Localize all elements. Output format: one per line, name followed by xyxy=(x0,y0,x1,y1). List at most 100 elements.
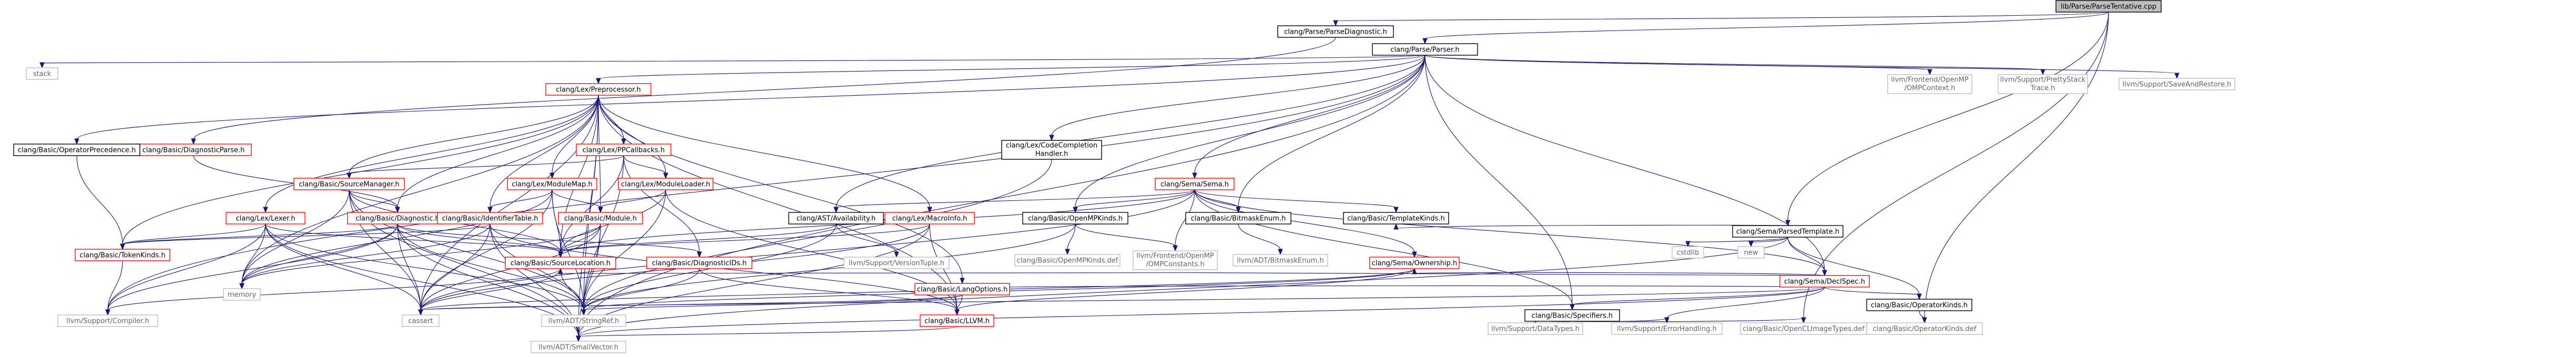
edge-line xyxy=(76,155,123,245)
node-box xyxy=(1372,43,1478,56)
graph-node-n29[interactable]: clang/Basic/TokenKinds.h xyxy=(75,249,170,261)
node-box xyxy=(618,178,714,190)
graph-node-n25[interactable]: clang/Basic/TemplateKinds.h xyxy=(1343,212,1449,225)
edge-line xyxy=(241,95,599,284)
graph-node-n33: llvm/Support/VersionTuple.h xyxy=(843,257,950,269)
edge-n2-n7 xyxy=(1424,55,1932,76)
node-label: clang/Basic/SourceManager.h xyxy=(299,181,399,189)
edge-line xyxy=(107,223,266,311)
graph-node-n11[interactable]: clang/Lex/PPCallbacks.h xyxy=(576,144,671,156)
node-label: /OMPContext.h xyxy=(1905,85,1956,93)
graph-node-n21[interactable]: clang/AST/Availability.h xyxy=(788,212,884,225)
graph-node-n26[interactable]: clang/Sema/DeclSpec.h xyxy=(1779,275,1870,288)
edge-n26-n46 xyxy=(1664,287,1825,324)
edge-line xyxy=(241,189,553,284)
graph-node-n41: llvm/Support/Compiler.h xyxy=(57,314,158,327)
node-box xyxy=(505,257,616,269)
node-box xyxy=(1887,74,1972,94)
graph-node-n13[interactable]: clang/Sema/Sema.h xyxy=(1155,178,1235,190)
graph-node-n15[interactable]: clang/Lex/ModuleMap.h xyxy=(507,178,597,190)
node-label: clang/Basic/IdentifierTable.h xyxy=(442,215,538,223)
edge-line xyxy=(598,95,666,174)
edge-line xyxy=(552,95,599,174)
arrowhead-icon xyxy=(1748,241,1754,248)
graph-node-n20[interactable]: clang/Basic/Module.h xyxy=(558,212,643,225)
graph-node-n23[interactable]: clang/Basic/OpenMPKinds.h xyxy=(1022,212,1128,225)
edge-line xyxy=(265,223,584,311)
arrowhead-icon xyxy=(1173,245,1178,252)
arrowhead-icon xyxy=(1664,317,1669,324)
graph-node-n32[interactable]: clang/Basic/DiagnosticIDs.h xyxy=(646,257,752,269)
graph-node-n4[interactable]: clang/Basic/DiagnosticParse.h xyxy=(135,144,252,156)
graph-node-n34[interactable]: clang/Basic/LangOptions.h xyxy=(914,283,1010,295)
graph-node-n24[interactable]: clang/Basic/BitmaskEnum.h xyxy=(1185,212,1291,225)
graph-node-n1[interactable]: clang/Parse/ParseDiagnostic.h xyxy=(1277,25,1394,38)
edge-line xyxy=(490,189,553,208)
graph-node-n19[interactable]: clang/Basic/IdentifierTable.h xyxy=(437,212,543,225)
node-label: clang/Lex/ModuleLoader.h xyxy=(621,181,710,189)
edge-line xyxy=(583,268,700,311)
nodes-layer: lib/Parse/ParseTentative.cpp clang/Parse/… xyxy=(13,0,2235,353)
edge-line xyxy=(583,189,666,311)
graph-node-n39[interactable]: clang/Basic/Specifiers.h xyxy=(1524,309,1620,322)
edge-n3-n26 xyxy=(1787,237,1827,277)
graph-node-n40[interactable]: clang/Basic/OperatorKinds.h xyxy=(1866,299,1972,311)
node-label: new xyxy=(1744,249,1758,257)
graph-node-n22[interactable]: clang/Lex/MacroInfo.h xyxy=(884,212,975,225)
node-label: llvm/ADT/SmallVector.h xyxy=(538,344,618,352)
graph-node-n17[interactable]: clang/Lex/Lexer.h xyxy=(226,212,306,225)
edge-line xyxy=(107,223,398,311)
graph-node-n16[interactable]: clang/Lex/ModuleLoader.h xyxy=(618,178,714,190)
edge-n18-n32 xyxy=(397,223,702,258)
edge-n15-n20 xyxy=(552,189,603,213)
arrowhead-icon xyxy=(596,78,601,85)
edge-line xyxy=(107,260,123,311)
edge-n6-n31 xyxy=(558,95,599,258)
graph-node-n6[interactable]: clang/Lex/Preprocessor.h xyxy=(545,83,651,96)
edges-layer xyxy=(39,12,2180,342)
edge-n0-n1 xyxy=(1333,12,2109,27)
node-box xyxy=(1233,254,1328,267)
arrowhead-icon xyxy=(1236,207,1241,213)
edge-line xyxy=(578,237,1788,337)
graph-node-n3[interactable]: clang/Sema/ParsedTemplate.h xyxy=(1732,225,1844,238)
graph-node-n0[interactable]: lib/Parse/ParseTentative.cpp xyxy=(2055,0,2162,13)
arrowhead-icon xyxy=(894,251,899,258)
arrowhead-icon xyxy=(1393,207,1399,213)
edge-line xyxy=(956,294,963,311)
graph-node-n38[interactable]: clang/Sema/Ownership.h xyxy=(1369,257,1460,269)
node-label: Trace.h xyxy=(2030,85,2055,93)
graph-node-n44[interactable]: clang/Basic/LLVM.h xyxy=(920,314,994,327)
edge-n24-n37 xyxy=(1238,223,1283,256)
edge-line xyxy=(578,223,930,337)
node-box xyxy=(1998,74,2088,94)
edge-line xyxy=(1075,55,1426,208)
graph-node-n10[interactable]: clang/Basic/OperatorPrecedence.h xyxy=(13,144,140,156)
edge-n29-n41 xyxy=(105,260,123,316)
edge-line xyxy=(241,223,266,284)
edge-n31-n41 xyxy=(105,268,561,316)
edge-n26-n40 xyxy=(1824,287,1922,300)
node-box xyxy=(531,341,626,353)
node-box xyxy=(1277,25,1394,38)
node-label: clang/Basic/DiagnosticIDs.h xyxy=(652,260,747,268)
arrowhead-icon xyxy=(263,207,268,213)
node-box xyxy=(1611,322,1723,335)
graph-node-n31[interactable]: clang/Basic/SourceLocation.h xyxy=(505,257,616,269)
node-box xyxy=(1185,212,1291,225)
arrowhead-icon xyxy=(621,138,626,145)
edge-n6-n29 xyxy=(120,95,599,250)
edge-line xyxy=(420,189,1195,311)
edge-n26-n34 xyxy=(960,282,1825,289)
edge-line xyxy=(397,223,421,311)
node-box xyxy=(576,144,671,156)
edge-line xyxy=(397,223,700,253)
edge-line xyxy=(578,287,1825,337)
edge-n3-n28 xyxy=(1748,237,1788,248)
graph-node-n2[interactable]: clang/Parse/Parser.h xyxy=(1372,43,1478,56)
graph-node-n14[interactable]: clang/Basic/SourceManager.h xyxy=(293,178,405,190)
graph-node-n9: llvm/Support/SaveAndRestore.h xyxy=(2119,78,2235,90)
graph-node-n18[interactable]: clang/Basic/Diagnostic.h xyxy=(347,212,448,225)
edge-n2-n13 xyxy=(1192,55,1426,179)
